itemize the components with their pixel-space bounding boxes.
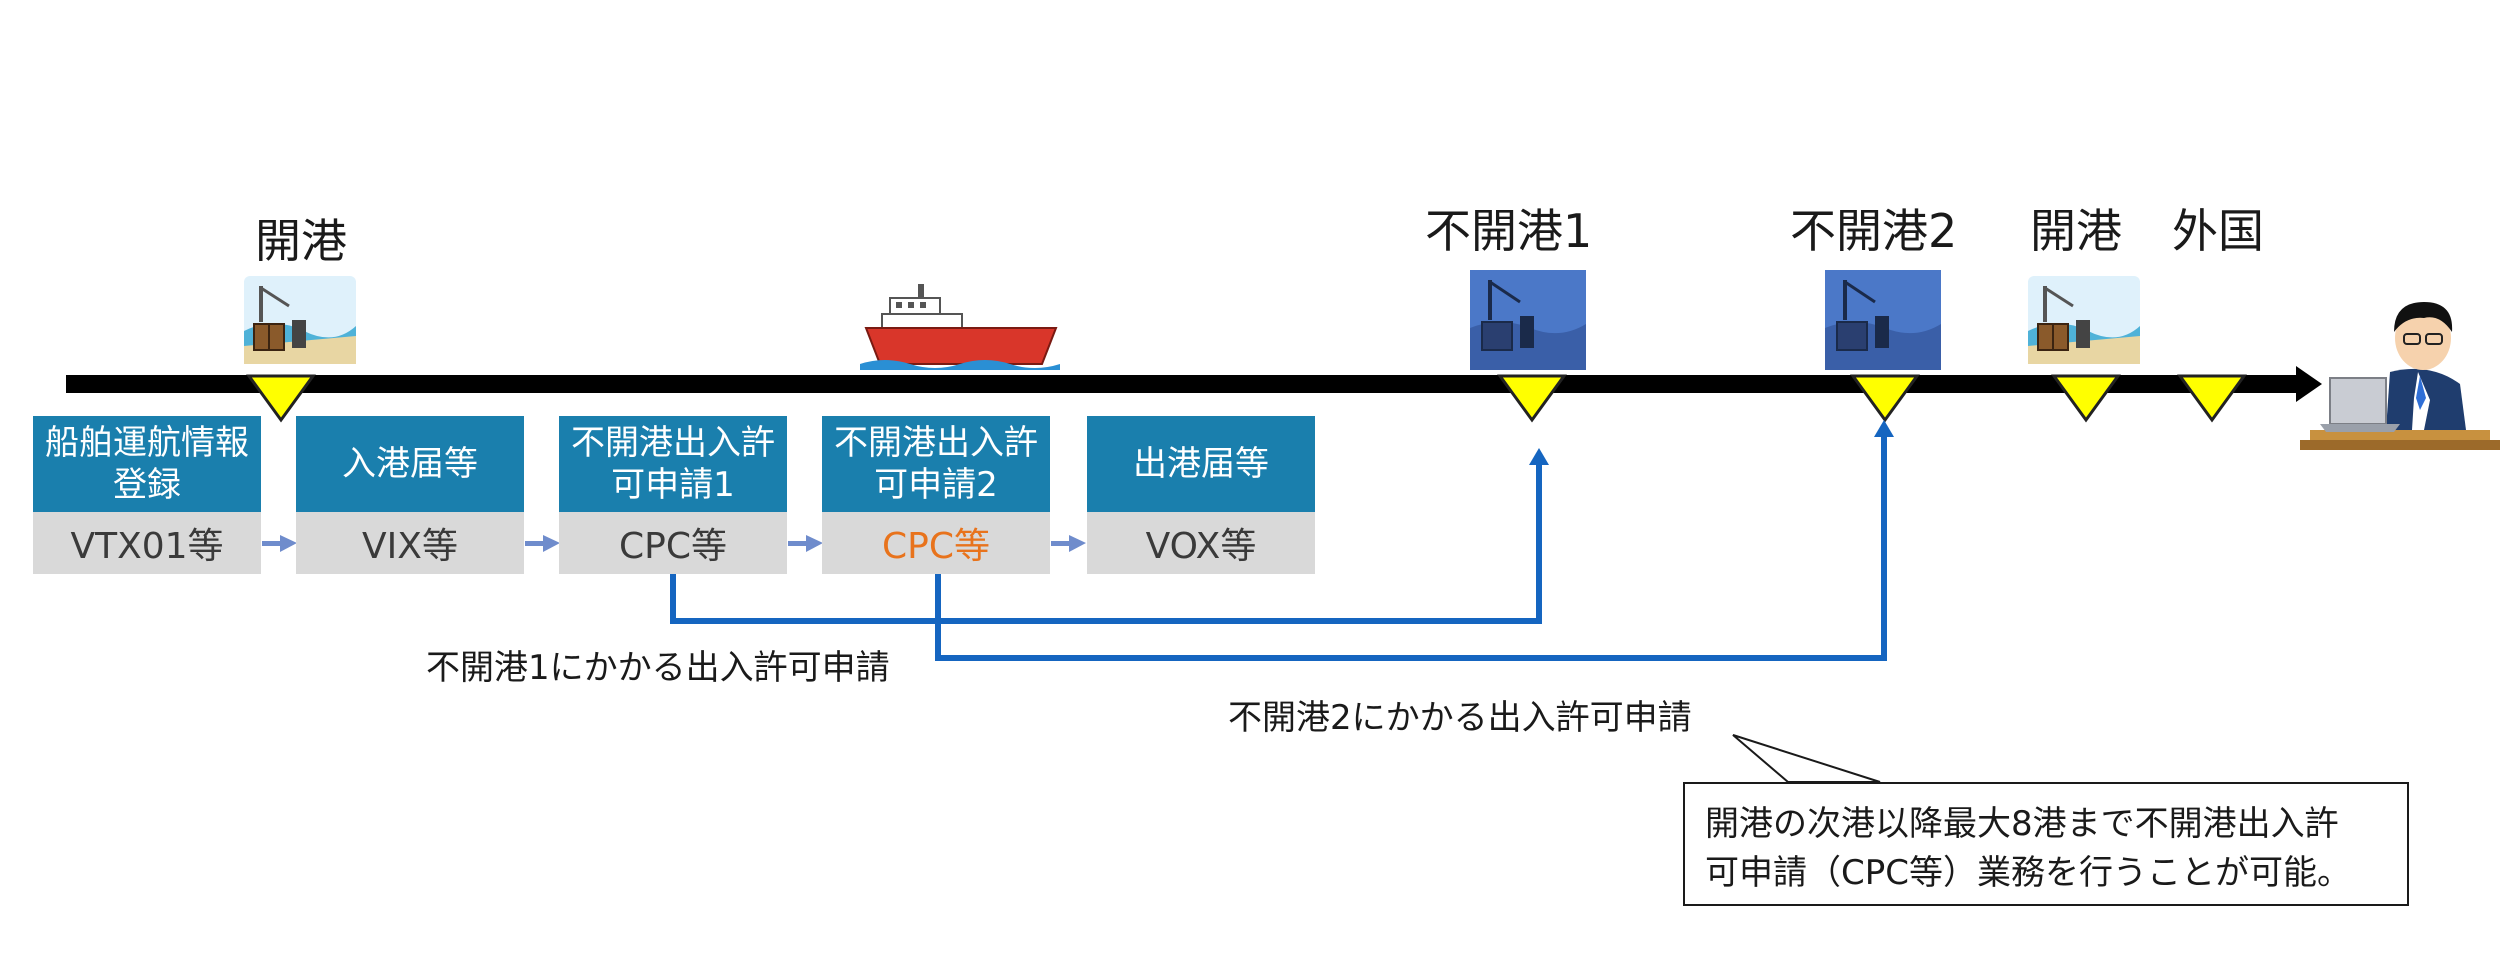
port-dock-icon: [1470, 270, 1586, 370]
step-code: VIX等: [296, 512, 524, 574]
step-departure-notice: 出港届等 VOX等: [1087, 416, 1315, 574]
port-marker: [1497, 374, 1567, 423]
port-marker: [2051, 374, 2121, 423]
step-title: 不開港出入許 可申請1: [559, 416, 787, 512]
connector-application-1: [670, 462, 1542, 624]
port-label-open: 開港: [255, 214, 347, 268]
step-vessel-info: 船舶運航情報 登録 VTX01等: [33, 416, 261, 574]
port-label-non-open-1: 不開港1: [1425, 204, 1593, 258]
port-label-open-2: 開港: [2030, 204, 2122, 258]
step-title: 船舶運航情報 登録: [33, 416, 261, 512]
port-dock-icon: [244, 276, 356, 364]
step-title: 出港届等: [1087, 416, 1315, 512]
step-code: CPC等: [822, 512, 1050, 574]
step-permit-1: 不開港出入許 可申請1 CPC等: [559, 416, 787, 574]
port-marker: [1850, 374, 1920, 423]
office-worker-icon: [2300, 302, 2500, 450]
step-code: VOX等: [1087, 512, 1315, 574]
callout-pointer: [1732, 734, 1881, 783]
connector-application-2: [935, 434, 1887, 661]
port-marker: [2177, 374, 2247, 423]
step-code: VTX01等: [33, 512, 261, 574]
port-dock-icon: [2028, 276, 2140, 364]
note-application-1: 不開港1にかかる出入許可申請: [426, 648, 890, 688]
step-title: 不開港出入許 可申請2: [822, 416, 1050, 512]
port-label-non-open-2: 不開港2: [1790, 204, 1958, 258]
note-application-2: 不開港2にかかる出入許可申請: [1228, 698, 1692, 738]
port-dock-icon: [1825, 270, 1941, 370]
port-label-foreign: 外国: [2172, 204, 2264, 258]
port-marker: [246, 374, 316, 423]
step-permit-2: 不開港出入許 可申請2 CPC等: [822, 416, 1050, 574]
step-arrival-notice: 入港届等 VIX等: [296, 416, 524, 574]
step-arrows: [262, 535, 1086, 552]
step-title: 入港届等: [296, 416, 524, 512]
callout-box: 開港の次港以降最大8港まで不開港出入許 可申請（CPC等）業務を行うことが可能。: [1683, 782, 2409, 906]
step-code: CPC等: [559, 512, 787, 574]
cargo-ship-icon: [860, 284, 1060, 370]
